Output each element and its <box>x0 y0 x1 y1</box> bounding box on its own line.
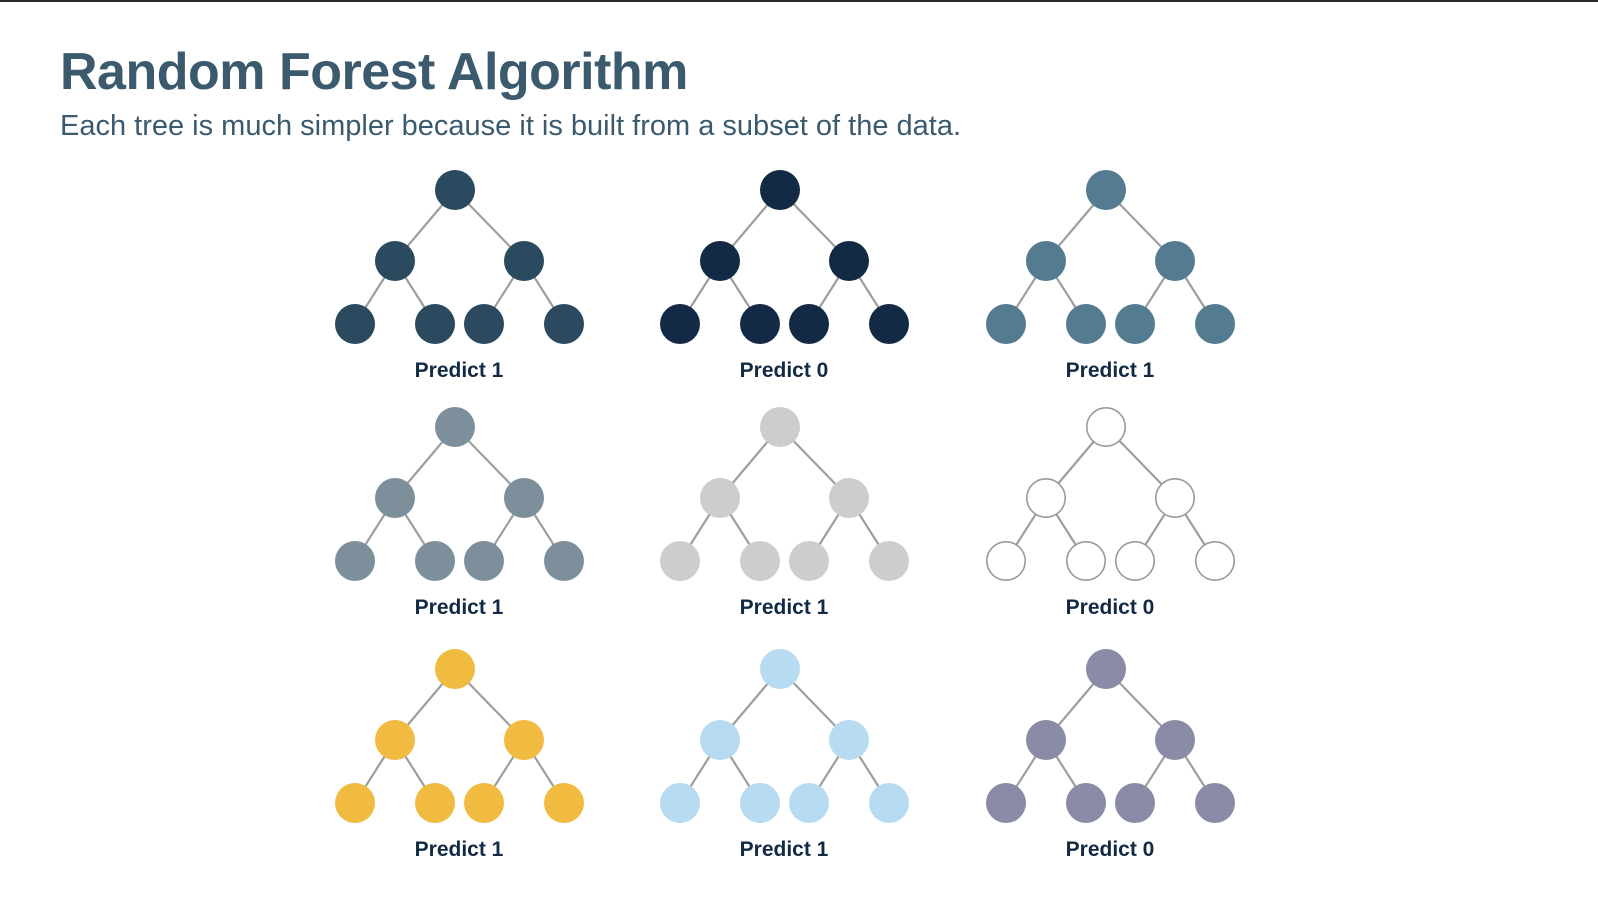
tree-branch-node <box>829 241 869 281</box>
tree-leaf-node <box>544 783 584 823</box>
tree-branch-node <box>700 241 740 281</box>
tree-prediction-label: Predict 1 <box>1066 359 1155 382</box>
tree-leaf-node <box>415 304 455 344</box>
tree-branch-node <box>1026 720 1066 760</box>
tree-leaf-node <box>986 783 1026 823</box>
decision-tree-2: Predict 0 <box>660 170 909 382</box>
decision-tree-3: Predict 1 <box>986 170 1235 382</box>
tree-branch-node <box>504 241 544 281</box>
tree-leaf-node <box>1115 783 1155 823</box>
tree-prediction-label: Predict 0 <box>740 359 829 382</box>
tree-leaf-node <box>869 304 909 344</box>
tree-leaf-node <box>789 541 829 581</box>
tree-branch-node <box>1155 477 1196 518</box>
tree-leaf-node <box>335 541 375 581</box>
tree-leaf-node <box>660 541 700 581</box>
tree-branch-node <box>700 478 740 518</box>
tree-leaf-node <box>985 540 1026 581</box>
tree-prediction-label: Predict 1 <box>740 838 829 861</box>
tree-prediction-label: Predict 1 <box>415 596 504 619</box>
tree-leaf-node <box>740 304 780 344</box>
tree-branch-node <box>375 241 415 281</box>
tree-root-node <box>1086 170 1126 210</box>
tree-root-node <box>435 649 475 689</box>
decision-tree-6: Predict 0 <box>985 406 1236 619</box>
tree-leaf-node <box>740 783 780 823</box>
tree-prediction-label: Predict 0 <box>1066 596 1155 619</box>
decision-tree-1: Predict 1 <box>335 170 584 382</box>
tree-root-node <box>435 170 475 210</box>
tree-leaf-node <box>986 304 1026 344</box>
tree-leaf-node <box>1195 304 1235 344</box>
tree-leaf-node <box>1115 540 1156 581</box>
tree-branch-node <box>1155 720 1195 760</box>
tree-branch-node <box>1026 241 1066 281</box>
tree-leaf-node <box>869 783 909 823</box>
tree-leaf-node <box>1115 304 1155 344</box>
tree-branch-node <box>1155 241 1195 281</box>
decision-tree-7: Predict 1 <box>335 649 584 861</box>
decision-tree-9: Predict 0 <box>986 649 1235 861</box>
tree-leaf-node <box>789 304 829 344</box>
tree-branch-node <box>700 720 740 760</box>
tree-branch-node <box>504 720 544 760</box>
tree-branch-node <box>375 720 415 760</box>
tree-leaf-node <box>544 304 584 344</box>
tree-leaf-node <box>1195 783 1235 823</box>
tree-leaf-node <box>335 304 375 344</box>
tree-leaf-node <box>660 783 700 823</box>
tree-root-node <box>1086 649 1126 689</box>
tree-leaf-node <box>869 541 909 581</box>
tree-leaf-node <box>660 304 700 344</box>
tree-branch-node <box>375 478 415 518</box>
tree-leaf-node <box>1066 540 1107 581</box>
tree-branch-node <box>829 720 869 760</box>
tree-prediction-label: Predict 1 <box>415 838 504 861</box>
tree-leaf-node <box>789 783 829 823</box>
tree-prediction-label: Predict 1 <box>740 596 829 619</box>
tree-root-node <box>760 407 800 447</box>
tree-root-node <box>1086 406 1127 447</box>
tree-root-node <box>435 407 475 447</box>
tree-leaf-node <box>1066 304 1106 344</box>
tree-prediction-label: Predict 0 <box>1066 838 1155 861</box>
tree-leaf-node <box>464 541 504 581</box>
tree-leaf-node <box>464 304 504 344</box>
tree-branch-node <box>829 478 869 518</box>
decision-tree-4: Predict 1 <box>335 407 584 619</box>
page-subtitle: Each tree is much simpler because it is … <box>60 110 962 142</box>
tree-leaf-node <box>415 783 455 823</box>
tree-leaf-node <box>544 541 584 581</box>
tree-branch-node <box>504 478 544 518</box>
tree-leaf-node <box>335 783 375 823</box>
tree-leaf-node <box>464 783 504 823</box>
tree-leaf-node <box>1195 540 1236 581</box>
tree-root-node <box>760 170 800 210</box>
top-rule <box>0 0 1598 2</box>
tree-leaf-node <box>740 541 780 581</box>
tree-prediction-label: Predict 1 <box>415 359 504 382</box>
tree-leaf-node <box>415 541 455 581</box>
tree-root-node <box>760 649 800 689</box>
tree-leaf-node <box>1066 783 1106 823</box>
decision-tree-5: Predict 1 <box>660 407 909 619</box>
tree-branch-node <box>1026 477 1067 518</box>
decision-tree-8: Predict 1 <box>660 649 909 861</box>
page-title: Random Forest Algorithm <box>60 43 688 101</box>
